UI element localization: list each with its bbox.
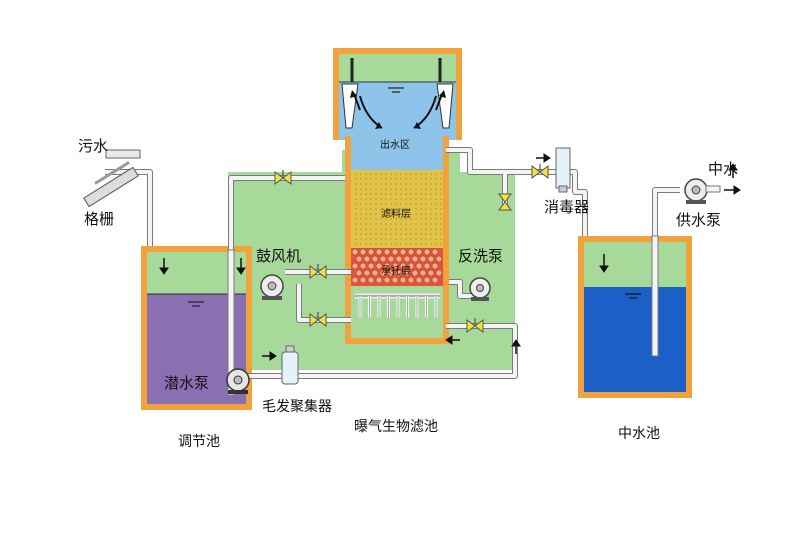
supply-pump-label: 供水泵: [676, 211, 722, 229]
supply-pump-icon: [684, 178, 721, 204]
filter-texture: [355, 173, 442, 245]
outlet-zone: [351, 136, 443, 170]
blower-icon: [260, 274, 284, 300]
baf-label: 曝气生物滤池: [354, 419, 438, 435]
backwash-pump-icon: [469, 277, 491, 301]
backwash-pump-label: 反洗泵: [458, 247, 504, 265]
reclaimed-tank-label: 中水池: [618, 426, 660, 442]
valves: [274, 164, 549, 333]
hair-collector-label: 毛发聚集器: [262, 399, 332, 415]
screen-icon: [83, 149, 141, 208]
reclaimed-tank-air: [584, 242, 686, 287]
submersible-pump-label: 潜水泵: [164, 374, 210, 392]
support-layer-label: 承托层: [381, 266, 411, 277]
hair-collector-icon: [281, 345, 299, 385]
flow-arrows: [159, 153, 741, 361]
disinfector-icon: [555, 147, 571, 193]
adjust-tank-label: 调节池: [178, 434, 220, 450]
screen-label: 格栅: [84, 210, 115, 228]
outlet-zone-label: 出水区: [380, 140, 410, 151]
disinfector-label: 消毒器: [544, 198, 590, 216]
support-texture: [351, 248, 443, 284]
reclaimed-water-label: 中水: [708, 160, 739, 178]
filter-layer-label: 滤料层: [381, 209, 411, 220]
blower-label: 鼓风机: [256, 247, 302, 265]
submersible-pump-icon: [226, 368, 250, 394]
sewage-label: 污水: [78, 137, 109, 155]
aeration-nozzles: [358, 296, 438, 318]
reclaimed-tank-water: [584, 287, 686, 392]
